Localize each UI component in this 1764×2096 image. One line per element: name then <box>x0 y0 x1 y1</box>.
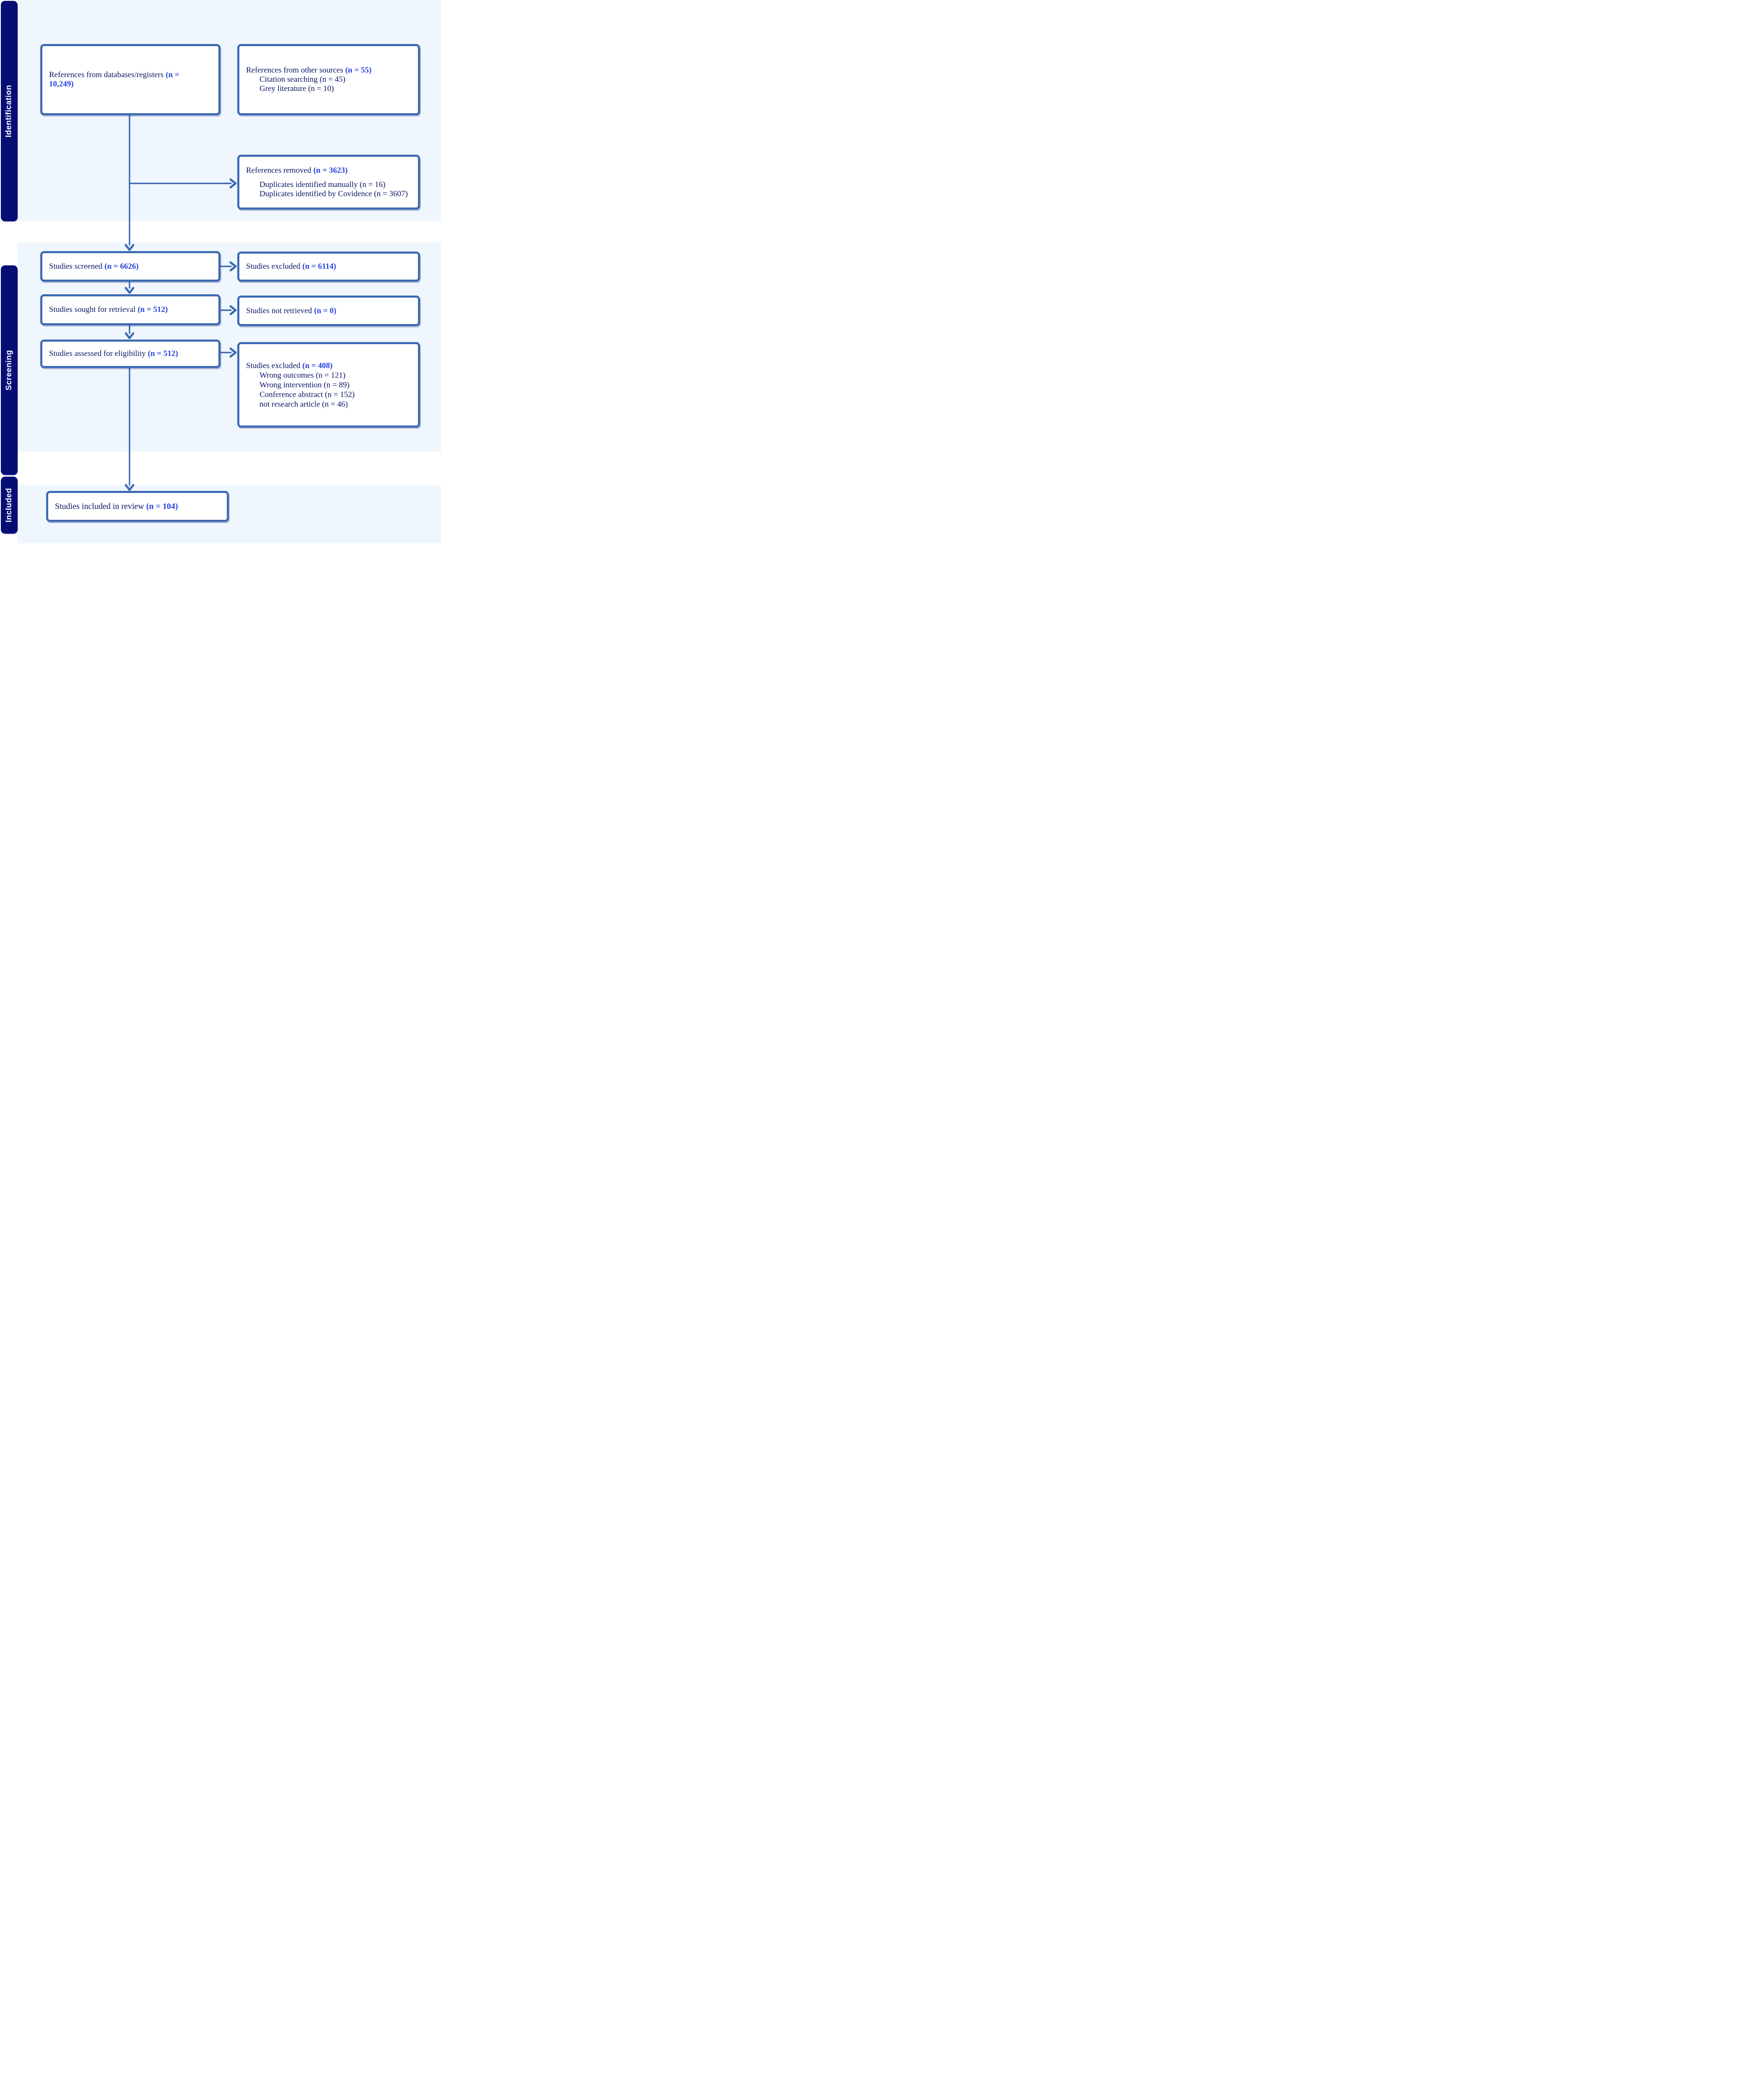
box-n-value: (n = 512) <box>137 305 168 314</box>
box-studies-not-retrieved: Studies not retrieved(n = 0) <box>237 296 420 326</box>
box-studies-included-review: Studies included in review(n = 104) <box>46 491 229 522</box>
stage-bar-identification: Identification <box>1 1 18 221</box>
box-studies-excluded-eligibility: Studies excluded(n = 408) Wrong outcomes… <box>237 342 420 428</box>
sub-item: Citation searching (n = 45) <box>259 75 345 84</box>
box-n-value: (n = 6114) <box>302 262 336 271</box>
box-references-databases: References from databases/registers(n = … <box>40 44 220 115</box>
box-main-line: Studies sought for retrieval(n = 512) <box>49 305 212 314</box>
box-label: References from databases/registers <box>49 70 164 79</box>
box-main-line: Studies not retrieved(n = 0) <box>246 306 412 316</box>
box-main-line: Studies screened(n = 6626) <box>49 262 212 271</box>
box-label: References from other sources <box>246 66 343 75</box>
prisma-flow-diagram: Identification Screening Included <box>0 0 441 543</box>
box-n-value: (n = 3623) <box>313 166 348 175</box>
box-sub-items: Citation searching (n = 45) Grey literat… <box>246 75 412 93</box>
box-label: Studies not retrieved <box>246 306 312 315</box>
box-n-value: (n = 55) <box>345 66 372 75</box>
box-studies-screened: Studies screened(n = 6626) <box>40 251 220 282</box>
stage-bar-screening: Screening <box>1 265 18 475</box>
box-label: Studies excluded <box>246 361 301 370</box>
box-label: Studies excluded <box>246 262 301 271</box>
box-n-value: (n = 512) <box>148 349 178 358</box>
box-studies-assessed-eligibility: Studies assessed for eligibility(n = 512… <box>40 340 220 368</box>
box-n-value: (n = 6626) <box>104 262 139 271</box>
sub-item: Wrong intervention (n = 89) <box>259 380 350 389</box>
box-n-value: (n = 408) <box>302 361 333 370</box>
sub-item: not research article (n = 46) <box>259 399 348 409</box>
box-main-line: References from other sources(n = 55) <box>246 66 412 75</box>
box-main-line: Studies assessed for eligibility(n = 512… <box>49 349 212 358</box>
sub-item: Grey literature (n = 10) <box>259 84 334 93</box>
sub-item: Duplicates identified manually (n = 16) <box>259 180 386 189</box>
box-main-line: Studies excluded(n = 408) <box>246 361 412 371</box>
box-studies-excluded-screening: Studies excluded(n = 6114) <box>237 252 420 282</box>
box-label: Studies assessed for eligibility <box>49 349 146 358</box>
sub-item: Conference abstract (n = 152) <box>259 390 355 399</box>
stage-label-identification: Identification <box>5 85 14 137</box>
box-main-line: References removed(n = 3623) <box>246 166 412 175</box>
box-main-line: Studies included in review(n = 104) <box>55 502 220 511</box>
box-sub-items: Wrong outcomes (n = 121) Wrong intervent… <box>246 371 412 409</box>
stage-label-screening: Screening <box>5 350 13 391</box>
box-label: References removed <box>246 166 311 175</box>
box-references-other-sources: References from other sources(n = 55) Ci… <box>237 44 420 115</box>
sub-item: Duplicates identified by Covidence (n = … <box>259 189 408 198</box>
box-n-value: (n = 0) <box>314 306 337 315</box>
box-label: Studies screened <box>49 262 103 271</box>
box-main-line: References from databases/registers(n = … <box>49 70 198 89</box>
box-sub-items: Duplicates identified manually (n = 16) … <box>246 180 412 199</box>
box-n-value: (n = 104) <box>146 502 178 511</box>
stage-bar-included: Included <box>1 477 18 534</box>
box-studies-sought-retrieval: Studies sought for retrieval(n = 512) <box>40 294 220 325</box>
box-references-removed: References removed(n = 3623) Duplicates … <box>237 155 420 210</box>
sub-item: Wrong outcomes (n = 121) <box>259 371 346 380</box>
box-n-value: (n = 10,249) <box>49 70 179 88</box>
stage-label-included: Included <box>5 488 13 523</box>
box-main-line: Studies excluded(n = 6114) <box>246 262 412 271</box>
box-label: Studies sought for retrieval <box>49 305 136 314</box>
box-label: Studies included in review <box>55 502 144 511</box>
